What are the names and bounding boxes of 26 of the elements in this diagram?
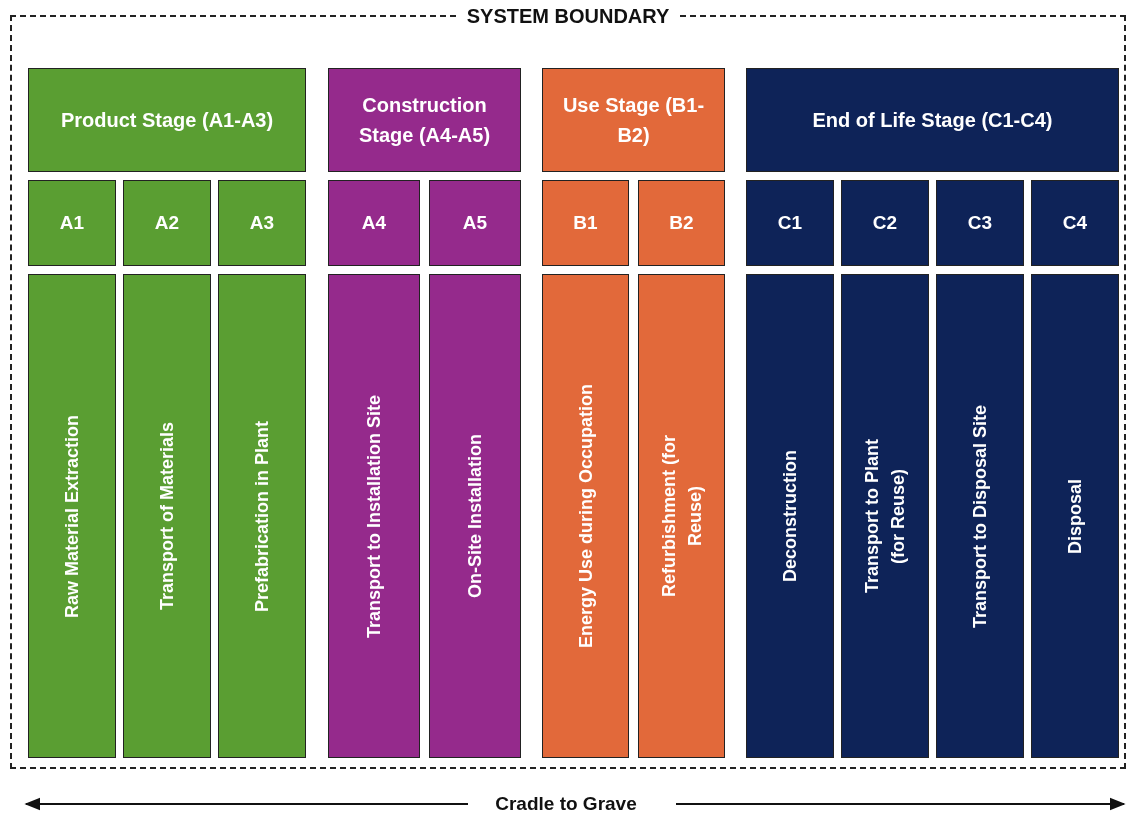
module-box: A5 bbox=[429, 180, 521, 266]
module-box: B2 bbox=[638, 180, 725, 266]
stage-header: Construction Stage (A4-A5) bbox=[328, 68, 521, 172]
module-description: Deconstruction bbox=[746, 274, 834, 758]
module-description: Prefabrication in Plant bbox=[218, 274, 306, 758]
module-box: A4 bbox=[328, 180, 420, 266]
module-description: Raw Material Extraction bbox=[28, 274, 116, 758]
module-box: C4 bbox=[1031, 180, 1119, 266]
stage-header: Use Stage (B1-B2) bbox=[542, 68, 725, 172]
module-box: B1 bbox=[542, 180, 629, 266]
stage-header: Product Stage (A1-A3) bbox=[28, 68, 306, 172]
module-description: Transport to Installation Site bbox=[328, 274, 420, 758]
module-box: A1 bbox=[28, 180, 116, 266]
stage-header: End of Life Stage (C1-C4) bbox=[746, 68, 1119, 172]
module-description: Disposal bbox=[1031, 274, 1119, 758]
module-box: A3 bbox=[218, 180, 306, 266]
module-description: Transport to Plant (for Reuse) bbox=[841, 274, 929, 758]
module-description: Transport of Materials bbox=[123, 274, 211, 758]
module-description: On-Site Installation bbox=[429, 274, 521, 758]
module-description: Energy Use during Occupation bbox=[542, 274, 629, 758]
module-description: Transport to Disposal Site bbox=[936, 274, 1024, 758]
module-box: C1 bbox=[746, 180, 834, 266]
module-box: C3 bbox=[936, 180, 1024, 266]
module-box: C2 bbox=[841, 180, 929, 266]
module-description: Refurbishment (for Reuse) bbox=[638, 274, 725, 758]
module-box: A2 bbox=[123, 180, 211, 266]
